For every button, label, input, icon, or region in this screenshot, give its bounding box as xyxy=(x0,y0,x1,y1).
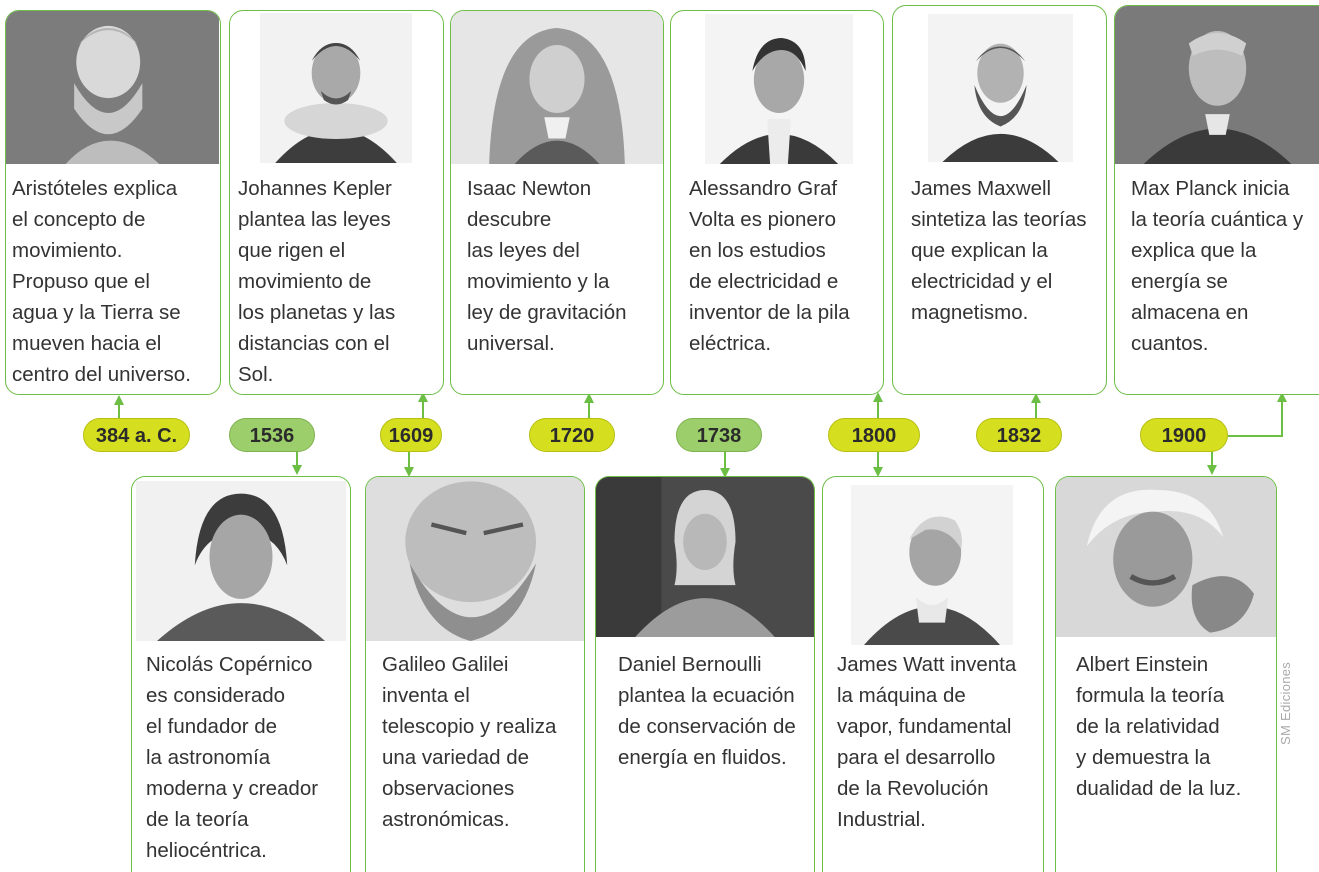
card-text: Aristóteles explica el concepto de movim… xyxy=(12,177,191,386)
card-text: James Maxwell sintetiza las teorías que … xyxy=(911,177,1087,324)
card-text: Albert Einstein formula la teoría de la … xyxy=(1076,653,1242,800)
card-einstein: Albert Einstein formula la teoría de la … xyxy=(1055,476,1277,872)
card-galileo: Galileo Galilei inventa el telescopio y … xyxy=(365,476,585,872)
card-copernicus: Nicolás Copérnico es considerado el fund… xyxy=(131,476,351,872)
card-maxwell: James Maxwell sintetiza las teorías que … xyxy=(892,5,1107,395)
newton-portrait-icon xyxy=(451,11,663,164)
planck-portrait-icon xyxy=(1115,6,1319,164)
aristotle-portrait-icon xyxy=(6,11,219,164)
volta-portrait-icon xyxy=(705,14,853,164)
year-pill-1720: 1720 xyxy=(529,418,615,452)
year-pill-1738: 1738 xyxy=(676,418,762,452)
card-bernoulli: Daniel Bernoulli plantea la ecuación de … xyxy=(595,476,815,872)
card-text: Alessandro Graf Volta es pionero en los … xyxy=(689,177,850,355)
card-text: Johannes Kepler plantea las leyes que ri… xyxy=(238,177,396,386)
year-pill-1832: 1832 xyxy=(976,418,1062,452)
watt-portrait-icon xyxy=(851,485,1013,645)
card-watt: James Watt inventa la máquina de vapor, … xyxy=(822,476,1044,872)
card-text: Isaac Newton descubre las leyes del movi… xyxy=(467,177,627,355)
card-text: Galileo Galilei inventa el telescopio y … xyxy=(382,653,557,831)
card-text: Daniel Bernoulli plantea la ecuación de … xyxy=(618,653,796,769)
year-pill-1609: 1609 xyxy=(380,418,442,452)
card-aristotle: Aristóteles explica el concepto de movim… xyxy=(5,10,221,395)
maxwell-portrait-icon xyxy=(928,14,1073,162)
year-pill-1800: 1800 xyxy=(828,418,920,452)
card-text: Max Planck inicia la teoría cuántica y e… xyxy=(1131,177,1304,355)
photo-credit: SM Ediciones xyxy=(1278,661,1293,745)
kepler-portrait-icon xyxy=(260,13,412,163)
card-newton: Isaac Newton descubre las leyes del movi… xyxy=(450,10,664,395)
card-text: Nicolás Copérnico es considerado el fund… xyxy=(146,653,319,862)
arrow-1900-elbow xyxy=(1228,392,1287,437)
galileo-portrait-icon xyxy=(366,477,584,641)
card-planck: Max Planck inicia la teoría cuántica y e… xyxy=(1114,5,1319,395)
year-pill-1536: 1536 xyxy=(229,418,315,452)
year-pill-1900: 1900 xyxy=(1140,418,1228,452)
copernicus-portrait-icon xyxy=(136,481,346,641)
einstein-portrait-icon xyxy=(1056,477,1276,637)
card-kepler: Johannes Kepler plantea las leyes que ri… xyxy=(229,10,444,395)
card-volta: Alessandro Graf Volta es pionero en los … xyxy=(670,10,884,395)
year-pill-384: 384 a. C. xyxy=(83,418,190,452)
card-text: James Watt inventa la máquina de vapor, … xyxy=(837,653,1017,831)
bernoulli-portrait-icon xyxy=(596,477,814,637)
